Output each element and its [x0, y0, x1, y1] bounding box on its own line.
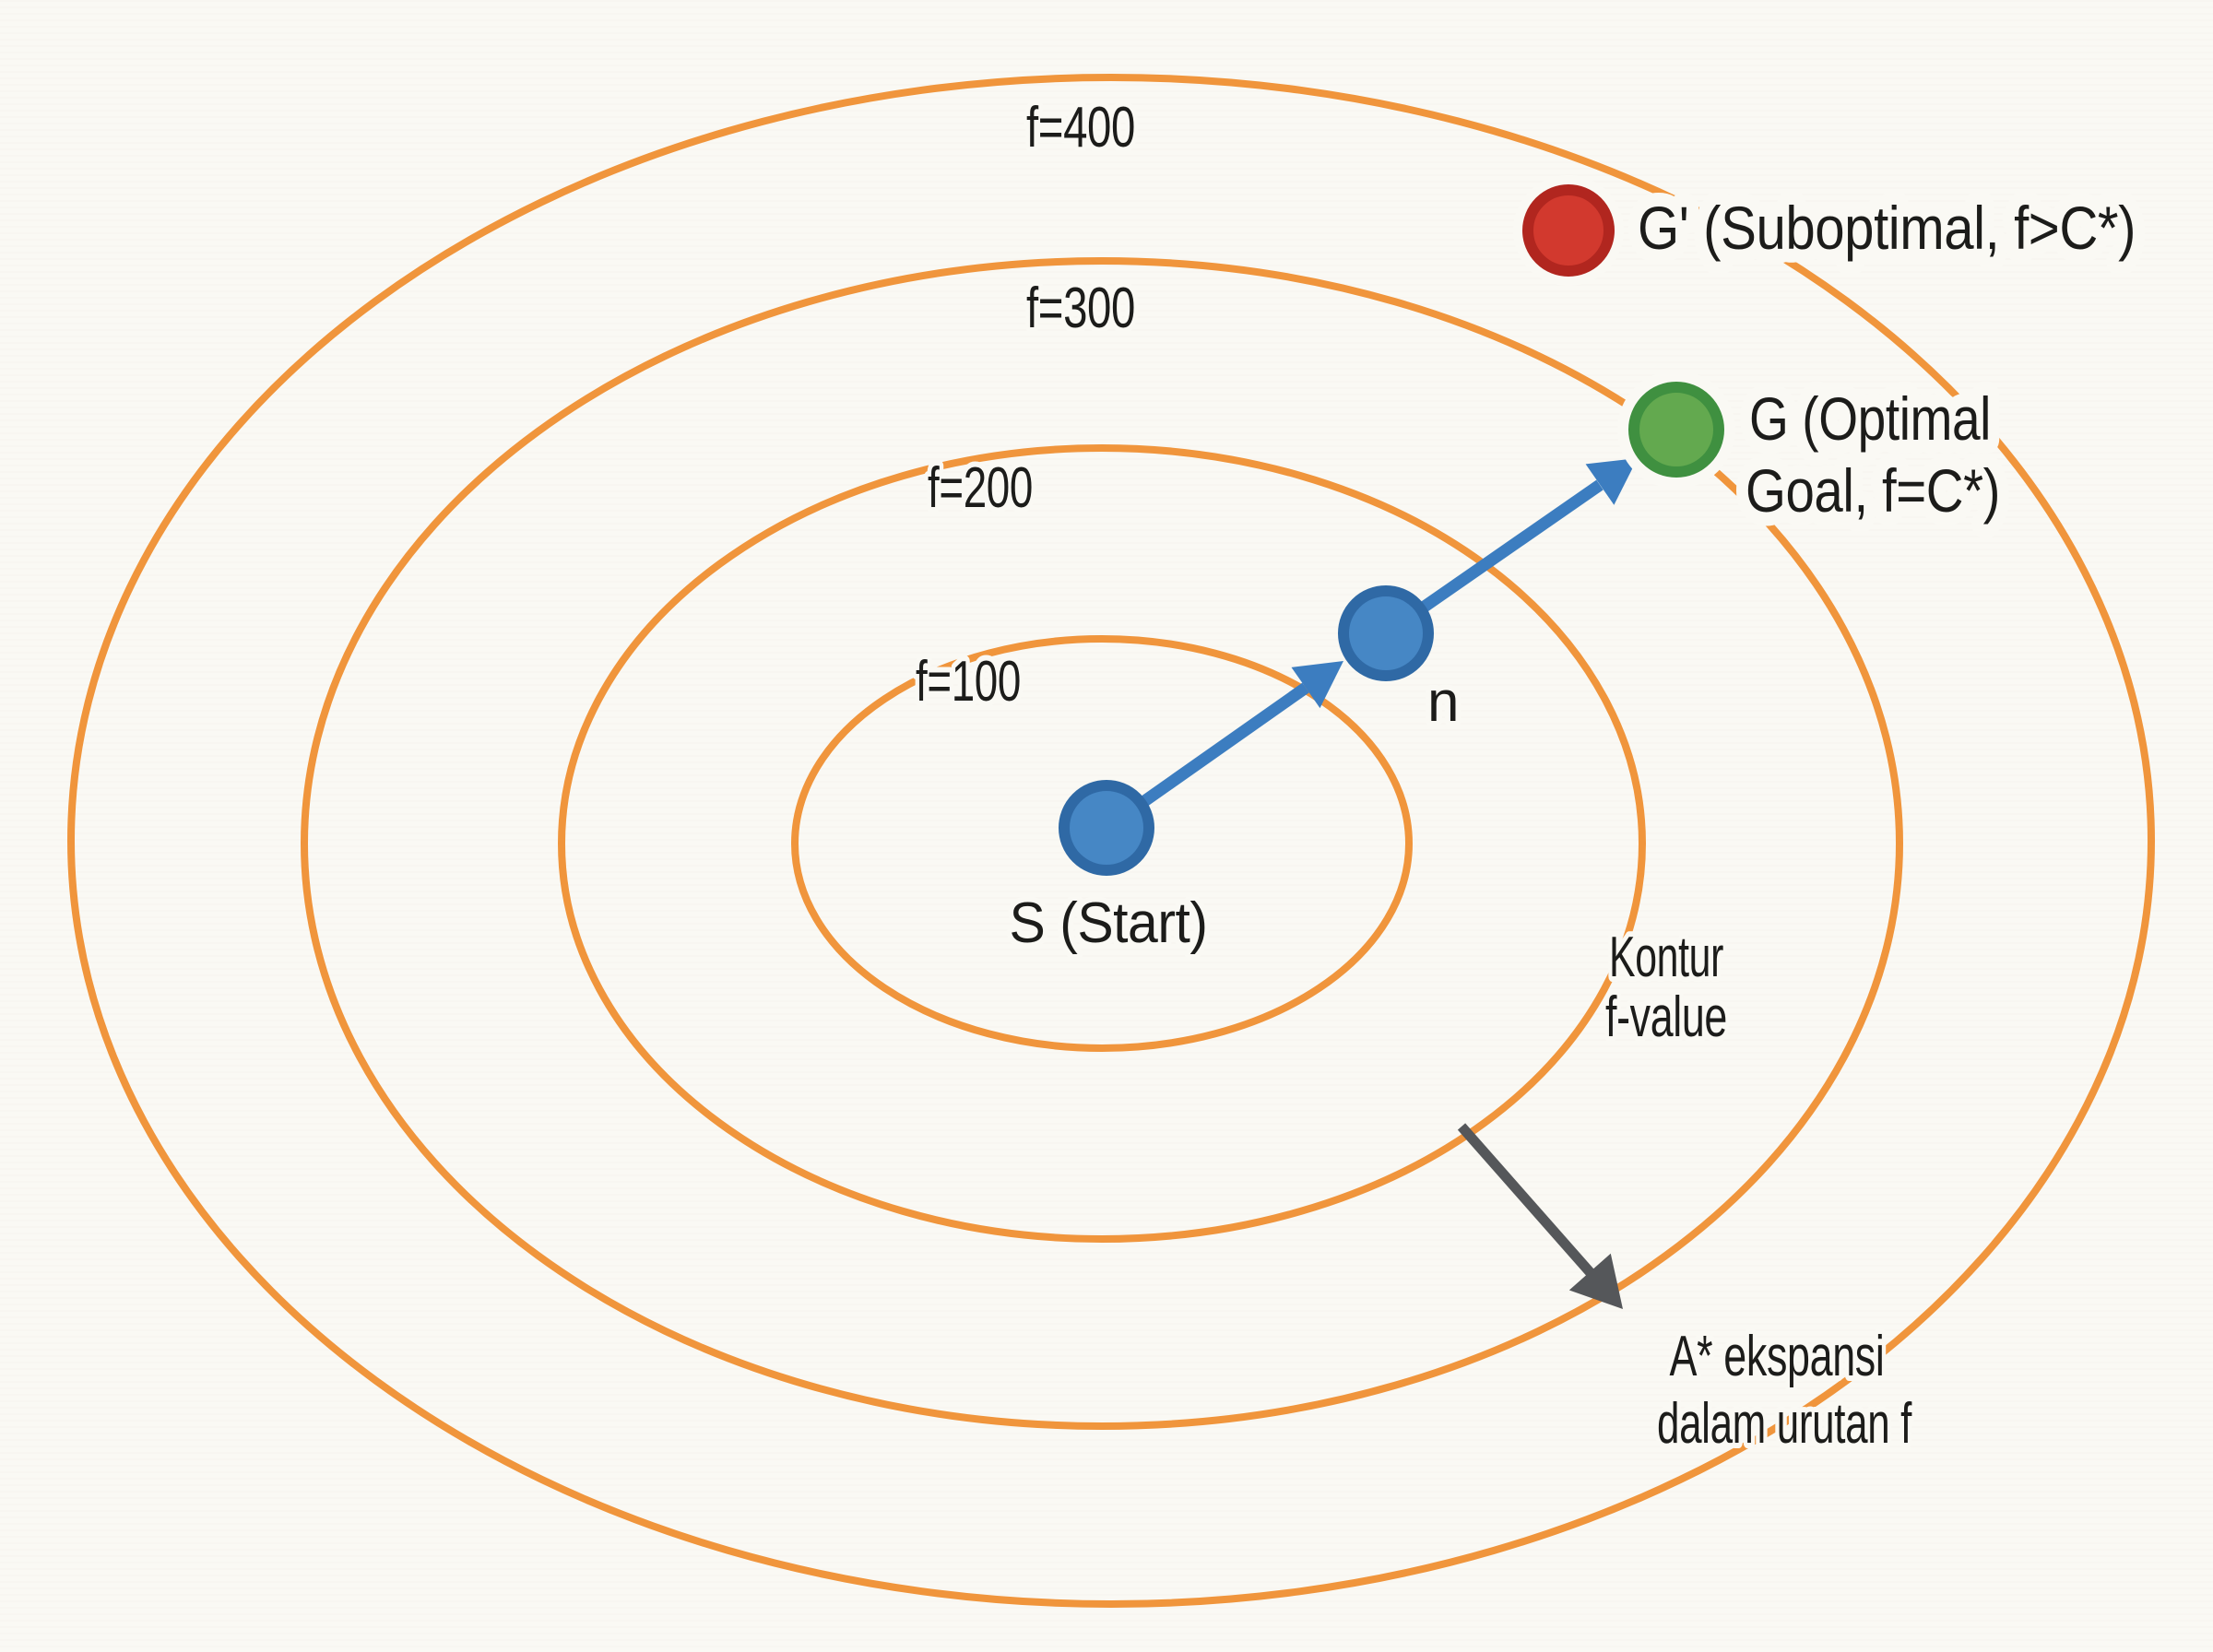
- goal-label-line2: Goal, f=C*): [1746, 456, 2000, 525]
- kontur-note-line2: f-value: [1605, 985, 1727, 1049]
- contour-f200-ellipse: [558, 444, 1646, 1243]
- contour-pointer-arrow-shaft: [1457, 1123, 1596, 1278]
- contour-f300-ellipse: [301, 257, 1903, 1430]
- start-node-label: S (Start): [1010, 891, 1208, 955]
- goal-node: [1628, 382, 1724, 478]
- contour-label-f200: f=200: [928, 456, 1033, 520]
- path-s-to-n-arrowhead-icon: [1291, 661, 1343, 709]
- ekspansi-note-line2: dalam urutan f: [1657, 1392, 1912, 1456]
- n-node: [1338, 585, 1434, 681]
- contour-f100-ellipse: [791, 635, 1413, 1052]
- contour-label-f400: f=400: [1026, 96, 1135, 159]
- start-node: [1059, 780, 1154, 876]
- kontur-note-line1: Kontur: [1609, 926, 1723, 989]
- contour-pointer-arrowhead-icon: [1568, 1253, 1623, 1309]
- goal-label-line1: G (Optimal: [1749, 384, 1991, 453]
- contour-label-f100: f=100: [916, 650, 1021, 714]
- n-node-label: n: [1427, 670, 1459, 734]
- ekspansi-note-line1: A* ekspansi: [1670, 1325, 1885, 1388]
- contour-f400-ellipse: [67, 74, 2155, 1608]
- suboptimal-goal-label: G' (Suboptimal, f>C*): [1638, 194, 2136, 262]
- contour-pointer-arrow: [1457, 1123, 1623, 1309]
- suboptimal-goal-node: [1522, 184, 1615, 277]
- path-n-to-g-arrowhead-icon: [1585, 458, 1638, 505]
- contour-label-f300: f=300: [1026, 277, 1135, 340]
